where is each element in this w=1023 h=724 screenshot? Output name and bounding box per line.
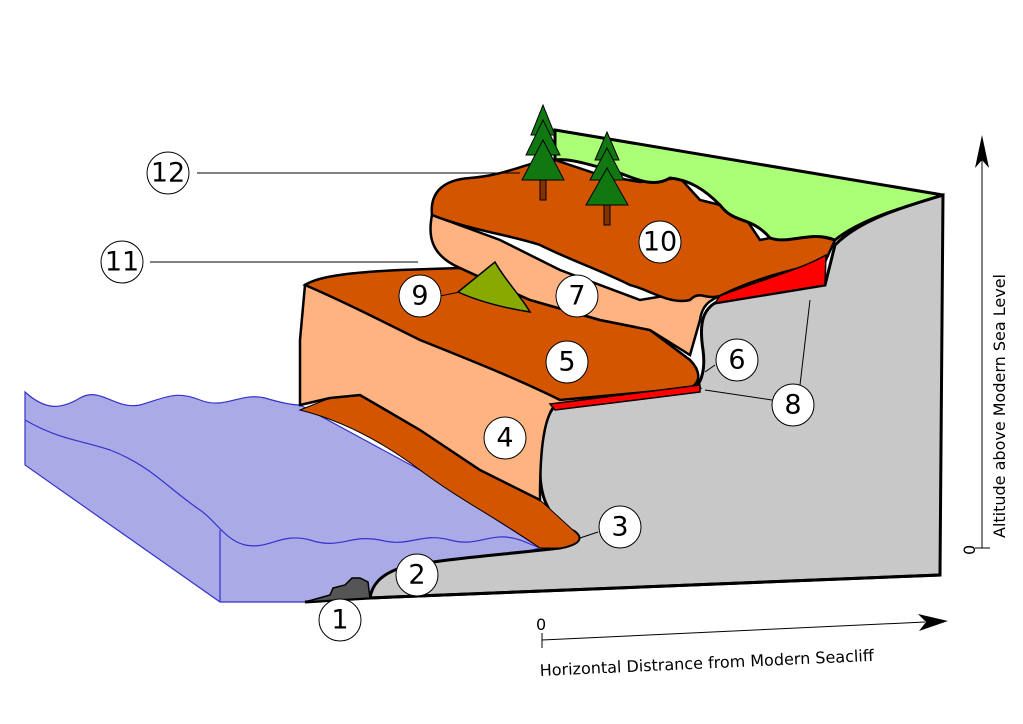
callout-label: 5 bbox=[558, 347, 575, 378]
x-axis-label: Horizontal Distrance from Modern Seaclif… bbox=[539, 646, 875, 680]
red-deposit-lower bbox=[548, 384, 701, 411]
callout-label: 2 bbox=[408, 560, 425, 591]
x-axis-origin: 0 bbox=[536, 615, 546, 634]
callout-label: 7 bbox=[568, 281, 585, 312]
x-axis: 0 Horizontal Distrance from Modern Seacl… bbox=[536, 614, 948, 680]
callout-11: 11 bbox=[100, 240, 144, 284]
callout-label: 4 bbox=[496, 423, 513, 454]
y-axis: 0 Altitude above Modern Sea Level bbox=[960, 135, 1009, 555]
water-wave-line bbox=[24, 419, 541, 549]
callout-10: 10 bbox=[638, 220, 682, 264]
callout-12: 12 bbox=[146, 151, 190, 195]
callout-label: 8 bbox=[784, 390, 801, 421]
callout-2: 2 bbox=[395, 553, 439, 597]
tree-icon bbox=[585, 130, 629, 226]
callout-label: 12 bbox=[151, 158, 185, 189]
callout-6: 6 bbox=[715, 338, 759, 382]
y-axis-origin: 0 bbox=[960, 545, 979, 555]
callout-label: 1 bbox=[331, 605, 348, 636]
callout-1: 1 bbox=[318, 598, 362, 642]
red-deposit-upper bbox=[713, 253, 827, 305]
y-axis-label: Altitude above Modern Sea Level bbox=[990, 274, 1009, 538]
lower-sediment-slope bbox=[298, 394, 580, 549]
ocean-water bbox=[24, 390, 542, 603]
tree-icon bbox=[521, 103, 565, 201]
green-deposit bbox=[456, 260, 532, 313]
y-axis-arrow-icon bbox=[975, 135, 989, 168]
leader-lines bbox=[150, 172, 811, 539]
callout-label: 3 bbox=[611, 512, 628, 543]
callout-label: 11 bbox=[105, 247, 139, 278]
callout-7: 7 bbox=[555, 274, 599, 318]
callout-5: 5 bbox=[545, 340, 589, 384]
callout-label: 9 bbox=[411, 281, 428, 312]
callout-3: 3 bbox=[598, 505, 642, 549]
x-axis-arrow-icon bbox=[918, 614, 948, 631]
callout-label: 10 bbox=[643, 227, 677, 258]
callout-9: 9 bbox=[398, 274, 442, 318]
rock-outcrop bbox=[304, 577, 371, 603]
callout-label: 6 bbox=[728, 345, 745, 376]
callout-8: 8 bbox=[771, 383, 815, 427]
callout-4: 4 bbox=[483, 416, 527, 460]
